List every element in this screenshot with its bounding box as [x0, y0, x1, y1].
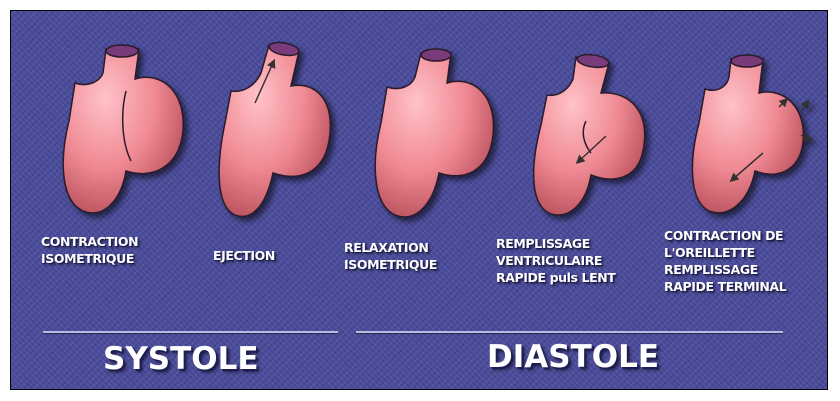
heart-contraction-isometrique	[63, 45, 183, 213]
systole-divider	[43, 331, 338, 333]
diastole-divider	[356, 331, 783, 333]
phase-label-diastole: DIASTOLE	[487, 339, 659, 375]
heart-remplissage-ventriculaire	[534, 53, 645, 215]
phase-label-systole: SYSTOLE	[103, 341, 259, 377]
heart-relaxation-isometrique	[375, 49, 493, 217]
heart-ejection	[219, 40, 330, 216]
heart-contraction-oreillette	[692, 55, 809, 213]
diagram-panel: CONTRACTION ISOMETRIQUE EJECTION RELAXAT…	[10, 10, 828, 390]
stage-label-contraction-oreillette: CONTRACTION DE L'OREILLETTE REMPLISSAGE …	[664, 227, 786, 295]
stage-label-ejection: EJECTION	[213, 247, 275, 264]
stage-label-remplissage-ventriculaire: REMPLISSAGE VENTRICULAIRE RAPIDE puls LE…	[496, 235, 615, 286]
stage-label-contraction-isometrique: CONTRACTION ISOMETRIQUE	[41, 233, 138, 267]
stage-label-relaxation-isometrique: RELAXATION ISOMETRIQUE	[344, 239, 437, 273]
